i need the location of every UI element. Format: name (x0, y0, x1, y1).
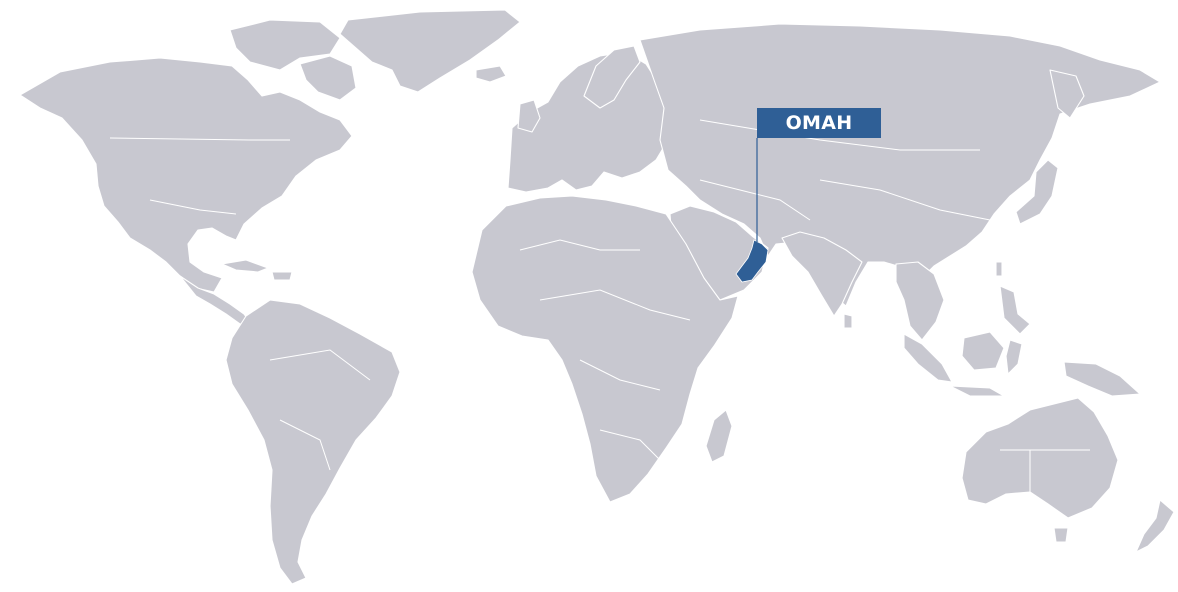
japan (1015, 159, 1059, 225)
australia (961, 397, 1119, 519)
europe (507, 51, 673, 193)
british-isles (517, 99, 541, 133)
sumatra (903, 333, 953, 383)
new-zealand (1135, 499, 1175, 553)
label-flag-box[interactable] (757, 108, 881, 138)
country-borders (109, 119, 1090, 500)
borneo (961, 331, 1005, 371)
arctic-islands (229, 19, 341, 71)
scandinavia (583, 45, 641, 109)
tasmania (1053, 527, 1069, 543)
greenland (339, 9, 521, 93)
iceland (475, 65, 507, 83)
philippines (999, 285, 1031, 335)
baffin-island (299, 55, 357, 101)
indochina (895, 261, 945, 341)
highlighted-country[interactable] (735, 108, 881, 283)
sulawesi (1005, 339, 1023, 375)
india (781, 231, 863, 317)
new-guinea (1063, 361, 1141, 397)
africa (471, 195, 739, 503)
hispaniola (271, 271, 293, 281)
taiwan (995, 261, 1003, 277)
country-label[interactable]: OMAH (785, 112, 853, 134)
kamchatka (1049, 69, 1085, 119)
cuba (221, 259, 269, 273)
madagascar (705, 409, 733, 463)
oman-shape[interactable] (735, 239, 769, 283)
sri-lanka (843, 313, 853, 329)
south-america (225, 299, 401, 585)
java (949, 385, 1005, 397)
landmasses (19, 9, 1175, 585)
north-america (19, 57, 353, 293)
